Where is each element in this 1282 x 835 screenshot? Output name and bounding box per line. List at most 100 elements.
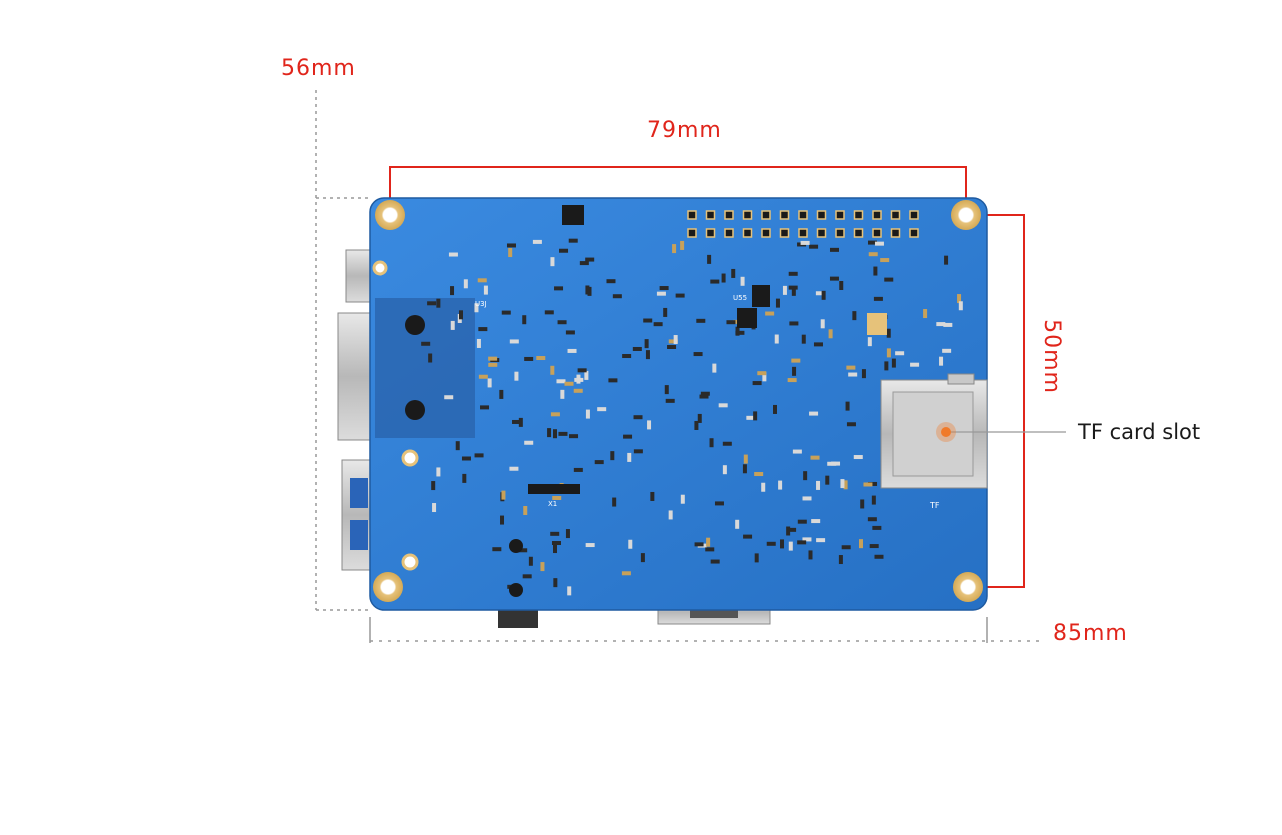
usb-tongue-1 xyxy=(350,478,368,508)
smd-component xyxy=(612,497,617,507)
smd-component xyxy=(846,365,856,370)
smd-component xyxy=(622,354,632,359)
smd-component xyxy=(810,455,820,460)
gpio-pin xyxy=(724,210,734,220)
smd-component xyxy=(852,311,857,321)
smd-component xyxy=(815,291,825,296)
smd-component xyxy=(829,247,839,252)
smd-component xyxy=(487,378,492,388)
smd-component xyxy=(577,368,587,373)
smd-component xyxy=(757,371,767,376)
smd-component xyxy=(923,309,928,319)
smd-component xyxy=(565,529,570,539)
tf-card-slot: TF xyxy=(880,373,988,510)
smd-component xyxy=(873,266,878,276)
smd-component xyxy=(873,296,883,301)
top-ic-chip xyxy=(562,205,584,225)
smd-component xyxy=(431,481,436,491)
smd-component xyxy=(788,285,798,290)
smd-component xyxy=(550,257,555,267)
smd-component xyxy=(522,315,527,325)
smd-component xyxy=(547,428,552,438)
smd-component xyxy=(585,409,590,419)
smd-component xyxy=(509,466,519,471)
usb-tongue-2 xyxy=(350,520,368,550)
gpio-pin xyxy=(761,228,771,238)
smd-component xyxy=(448,252,458,257)
smd-component xyxy=(780,539,785,549)
gpio-pin xyxy=(705,228,716,238)
smd-component xyxy=(608,378,618,383)
smd-component xyxy=(801,334,806,344)
smd-component xyxy=(667,345,677,349)
gpio-pin xyxy=(742,228,753,238)
gpio-pin xyxy=(742,210,753,220)
smd-component xyxy=(707,254,712,264)
ethernet-post-1 xyxy=(405,315,425,335)
gpio-pin xyxy=(761,210,771,220)
dimension-lines xyxy=(315,90,1045,643)
smd-component xyxy=(436,298,441,308)
smd-component xyxy=(544,310,554,315)
smd-component xyxy=(455,441,460,451)
gpio-pin xyxy=(890,228,901,238)
gpio-pin xyxy=(872,210,882,220)
smd-component xyxy=(813,342,823,347)
smd-component xyxy=(743,454,748,464)
smd-component xyxy=(787,378,797,383)
smd-component xyxy=(789,321,799,326)
smd-component xyxy=(444,395,454,400)
dim-label-79mm: 79mm xyxy=(647,118,722,143)
smd-component xyxy=(499,389,504,399)
mounting-hole-bottom-left xyxy=(373,572,403,602)
smd-component xyxy=(694,542,704,547)
smd-component xyxy=(809,244,819,249)
smd-component xyxy=(552,429,557,439)
smd-component xyxy=(558,431,568,436)
smd-component xyxy=(714,501,724,506)
smd-component xyxy=(868,481,878,486)
smd-component xyxy=(746,415,756,420)
smd-component xyxy=(765,311,775,316)
smd-component xyxy=(848,372,858,377)
smd-component xyxy=(895,351,905,356)
smd-component xyxy=(782,285,787,295)
smd-component xyxy=(659,286,669,291)
smd-component xyxy=(512,419,522,424)
smd-component xyxy=(653,322,663,327)
gpio-pin xyxy=(687,228,697,238)
gpio-pin xyxy=(853,210,864,220)
smd-component xyxy=(788,541,793,551)
smd-component xyxy=(693,352,703,357)
smd-component xyxy=(797,519,807,524)
smd-component xyxy=(845,401,850,411)
smd-component xyxy=(463,279,468,289)
smd-component xyxy=(722,465,727,475)
smd-component xyxy=(803,471,808,481)
smd-component xyxy=(508,248,513,258)
smd-component xyxy=(680,494,685,504)
smd-component xyxy=(597,407,607,412)
via-large-1 xyxy=(401,449,419,467)
smd-component xyxy=(585,543,595,548)
smd-component xyxy=(644,339,649,349)
smd-component xyxy=(585,257,595,262)
smd-component xyxy=(697,413,702,423)
smd-component xyxy=(846,422,856,427)
smd-component xyxy=(668,339,678,344)
smd-component xyxy=(672,244,677,254)
smd-component xyxy=(891,358,896,368)
smd-component xyxy=(623,434,633,439)
tf-slot-latch xyxy=(947,373,975,385)
via-large-3 xyxy=(372,260,388,276)
smd-component xyxy=(735,330,745,335)
smd-component xyxy=(721,273,726,283)
gpio-pin xyxy=(872,228,882,238)
smd-component xyxy=(461,456,471,461)
smd-component xyxy=(421,341,431,346)
smd-component xyxy=(800,240,810,245)
smd-component xyxy=(825,475,830,485)
smd-component xyxy=(488,362,498,367)
smd-component xyxy=(943,322,953,327)
